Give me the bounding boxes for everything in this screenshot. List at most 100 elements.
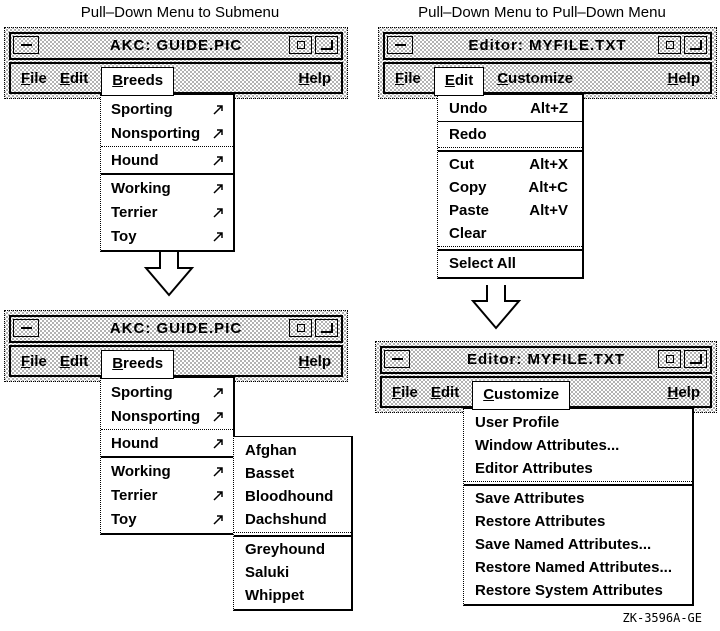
menu-item-select-all[interactable]: Select All [438, 252, 582, 275]
flow-arrow-down-icon [143, 252, 195, 297]
menu-edit[interactable]: Edit [430, 383, 460, 401]
menu-item-sporting[interactable]: Sporting [101, 97, 233, 121]
menu-item-save-named-attributes[interactable]: Save Named Attributes... [464, 533, 692, 556]
window-title: AKC: GUIDE.PIC [109, 37, 243, 54]
menu-item-label: Greyhound [245, 541, 326, 558]
window-editor-bottom: Editor: MYFILE.TXT File Edit Customize H… [375, 341, 717, 413]
menu-item-dachshund[interactable]: Dachshund [234, 508, 351, 531]
menu-edit[interactable]: Edit [433, 66, 485, 96]
submenu-arrow-icon [213, 466, 223, 477]
menu-help[interactable]: Help [667, 383, 700, 401]
submenu-arrow-icon [213, 104, 223, 115]
menu-item-save-attributes[interactable]: Save Attributes [464, 487, 692, 510]
menu-item-label: Dachshund [245, 511, 327, 528]
menu-file[interactable]: File [21, 69, 47, 87]
title-bar[interactable]: Editor: MYFILE.TXT [380, 346, 712, 374]
menu-item-label: Nonsporting [111, 407, 201, 425]
menu-item-toy[interactable]: Toy [101, 507, 233, 531]
menu-breeds[interactable]: Breeds [101, 66, 175, 96]
shrink-button[interactable] [658, 350, 681, 368]
menu-help[interactable]: Help [667, 69, 700, 87]
menu-item-label: Clear [449, 225, 487, 242]
submenu-arrow-icon [213, 387, 223, 398]
menu-item-redo[interactable]: Redo [438, 123, 582, 146]
menu-item-clear[interactable]: Clear [438, 222, 582, 245]
customize-pulldown-menu: User Profile Window Attributes... Editor… [463, 408, 694, 606]
expand-button[interactable] [684, 350, 707, 368]
title-bar[interactable]: Editor: MYFILE.TXT [383, 32, 712, 60]
window-menu-button[interactable] [387, 36, 413, 54]
menu-separator [101, 456, 233, 458]
menu-item-whippet[interactable]: Whippet [234, 584, 351, 607]
menu-breeds[interactable]: Breeds [101, 349, 175, 379]
menu-help[interactable]: Help [298, 69, 331, 87]
shrink-button[interactable] [289, 36, 312, 54]
menu-separator [101, 429, 233, 430]
menu-item-working[interactable]: Working [101, 459, 233, 483]
menu-file[interactable]: File [395, 69, 421, 87]
menu-edit[interactable]: Edit [59, 352, 89, 370]
menu-item-greyhound[interactable]: Greyhound [234, 538, 351, 561]
menu-item-saluki[interactable]: Saluki [234, 561, 351, 584]
window-title: AKC: GUIDE.PIC [109, 320, 243, 337]
menu-item-hound[interactable]: Hound [101, 431, 233, 455]
menu-item-restore-attributes[interactable]: Restore Attributes [464, 510, 692, 533]
shrink-button[interactable] [658, 36, 681, 54]
menu-item-toy[interactable]: Toy [101, 224, 233, 248]
window-menu-button[interactable] [13, 319, 39, 337]
menu-item-terrier[interactable]: Terrier [101, 200, 233, 224]
shrink-icon [665, 41, 674, 49]
menu-item-nonsporting[interactable]: Nonsporting [101, 404, 233, 428]
menu-help[interactable]: Help [298, 352, 331, 370]
window-menu-button[interactable] [13, 36, 39, 54]
menu-customize[interactable]: Customize [497, 69, 574, 87]
hound-submenu: Afghan Basset Bloodhound Dachshund Greyh… [233, 436, 353, 611]
window-editor-top: Editor: MYFILE.TXT File Edit Customize H… [378, 27, 717, 99]
menu-item-restore-named-attributes[interactable]: Restore Named Attributes... [464, 556, 692, 579]
menu-item-label: Working [111, 462, 171, 480]
title-bar[interactable]: AKC: GUIDE.PIC [9, 315, 343, 343]
expand-button[interactable] [315, 319, 338, 337]
menu-file[interactable]: File [392, 383, 418, 401]
submenu-arrow-icon [213, 207, 223, 218]
menu-item-label: Toy [111, 227, 137, 245]
menu-item-terrier[interactable]: Terrier [101, 483, 233, 507]
shrink-button[interactable] [289, 319, 312, 337]
menu-item-working[interactable]: Working [101, 176, 233, 200]
menu-edit[interactable]: Edit [59, 69, 89, 87]
menu-item-user-profile[interactable]: User Profile [464, 411, 692, 434]
menu-item-label: Save Named Attributes... [475, 536, 652, 553]
expand-icon [320, 323, 333, 333]
expand-button[interactable] [684, 36, 707, 54]
expand-button[interactable] [315, 36, 338, 54]
submenu-arrow-icon [213, 514, 223, 525]
menu-item-basset[interactable]: Basset [234, 462, 351, 485]
menu-item-label: Toy [111, 510, 137, 528]
figure-id-label: ZK-3596A-GE [622, 611, 702, 625]
window-akc-bottom: AKC: GUIDE.PIC File Edit Breeds Help [4, 310, 348, 382]
menu-file[interactable]: File [21, 352, 47, 370]
menu-item-sporting[interactable]: Sporting [101, 380, 233, 404]
menu-item-restore-system-attributes[interactable]: Restore System Attributes [464, 579, 692, 602]
menu-item-nonsporting[interactable]: Nonsporting [101, 121, 233, 145]
menu-item-label: Paste [449, 202, 490, 219]
window-menu-icon [391, 358, 403, 360]
window-menu-icon [20, 44, 32, 46]
menu-item-editor-attributes[interactable]: Editor Attributes [464, 457, 692, 480]
menu-customize[interactable]: Customize [472, 380, 571, 410]
menu-item-afghan[interactable]: Afghan [234, 439, 351, 462]
menu-item-label: Restore System Attributes [475, 582, 663, 599]
title-bar[interactable]: AKC: GUIDE.PIC [9, 32, 343, 60]
flow-arrow-down-icon [470, 285, 522, 330]
menu-item-bloodhound[interactable]: Bloodhound [234, 485, 351, 508]
window-menu-button[interactable] [384, 350, 410, 368]
menu-item-window-attributes[interactable]: Window Attributes... [464, 434, 692, 457]
menu-item-label: Save Attributes [475, 490, 585, 507]
window-menu-icon [394, 44, 406, 46]
menu-item-hound[interactable]: Hound [101, 148, 233, 172]
